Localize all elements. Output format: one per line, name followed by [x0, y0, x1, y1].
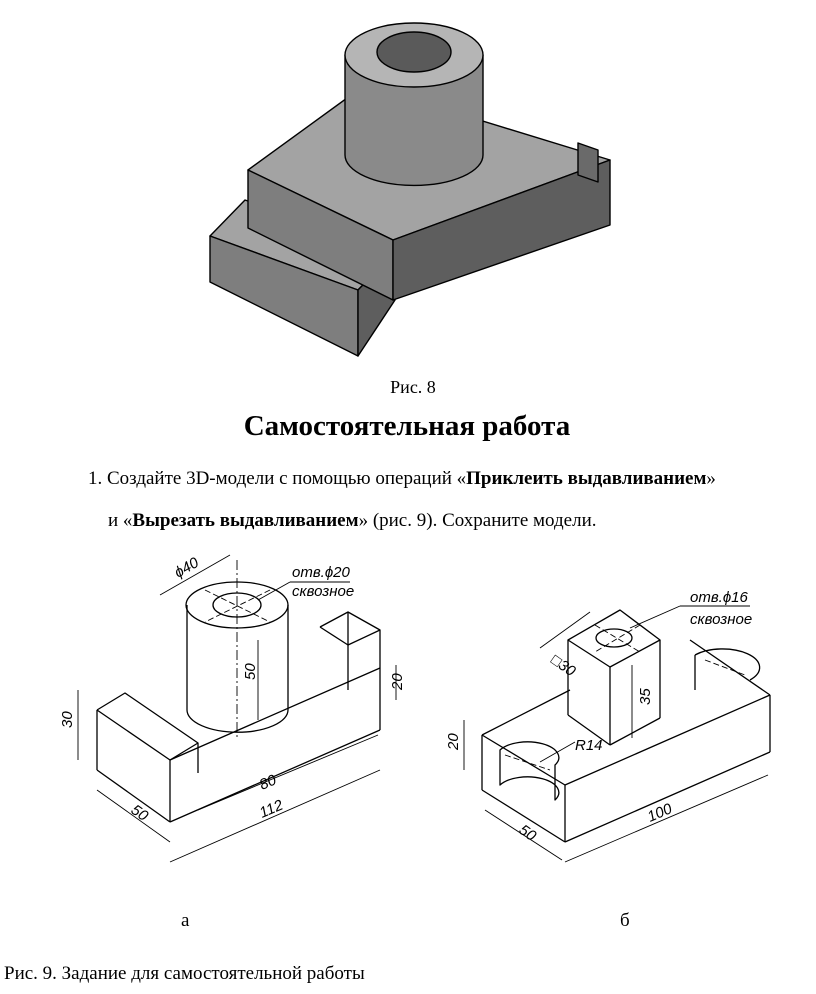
section-title: Самостоятельная работа — [243, 410, 571, 442]
dim-a-hole: отв.ϕ20 — [292, 564, 351, 581]
dim-a-side-h: 20 — [389, 673, 406, 691]
dim-b-width: 50 — [516, 821, 540, 845]
figure-9-drawings: ϕ40 отв.ϕ20 сквозное 50 30 20 50 80 112 — [59, 554, 771, 863]
task-text: и « — [108, 510, 133, 531]
figure-8-caption: Рис. 8 — [390, 377, 436, 397]
dim-a-inner: 80 — [257, 771, 280, 793]
dim-b-through: сквозное — [690, 611, 752, 628]
figure-9-caption: Рис. 9. Задание для самостоятельной рабо… — [4, 963, 365, 984]
dim-a-base-h: 30 — [59, 711, 76, 728]
figure-8-model — [209, 22, 611, 357]
dim-a-width: 50 — [128, 801, 152, 825]
drawing-a-label: а — [181, 910, 190, 931]
dim-a-length: 112 — [257, 796, 286, 821]
task-line-1: 1. Создайте 3D-модели с помощью операций… — [88, 458, 816, 500]
dim-a-height: 50 — [242, 663, 259, 680]
drawing-b — [463, 605, 771, 863]
operation-name: Вырезать выдавливанием — [132, 510, 359, 531]
drawing-a — [77, 554, 397, 863]
drawing-a-dims: ϕ40 отв.ϕ20 сквозное 50 30 20 50 80 112 — [59, 554, 406, 825]
dim-b-hole: отв.ϕ16 — [690, 589, 749, 606]
dim-b-base-h: 20 — [445, 733, 462, 751]
dim-b-height: 35 — [637, 688, 654, 705]
task-text: » — [706, 468, 716, 489]
dim-a-cyl-diam: ϕ40 — [172, 554, 203, 582]
task-number: 1. — [88, 468, 103, 489]
task-text: Создайте 3D-модели с помощью операций « — [107, 468, 467, 489]
drawing-b-label: б — [620, 910, 630, 931]
dim-b-radius: R14 — [575, 737, 603, 754]
dim-a-through: сквозное — [292, 583, 354, 600]
operation-name: Приклеить выдавливанием — [466, 468, 707, 489]
dim-b-length: 100 — [645, 800, 675, 826]
dim-b-square: □30 — [548, 651, 579, 680]
task-line-2: и «Вырезать выдавливанием» (рис. 9). Сох… — [88, 500, 816, 542]
task-item-1: 1. Создайте 3D-модели с помощью операций… — [88, 458, 816, 542]
task-text: » (рис. 9). Сохраните модели. — [358, 510, 597, 531]
